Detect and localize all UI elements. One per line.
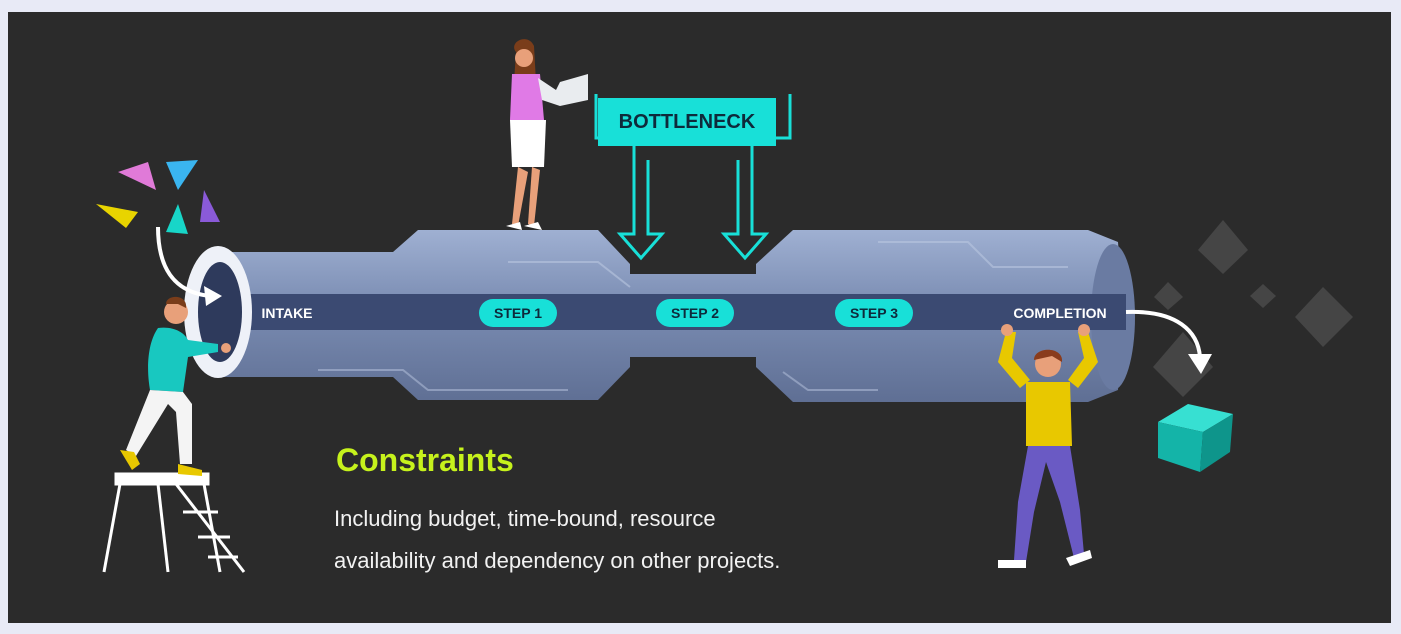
diagram-panel: BOTTLENECK INTAKE STEP 1 STEP 2 STEP 3 C…	[8, 12, 1391, 623]
stage-step-2: STEP 2	[656, 299, 734, 327]
intake-arrow-icon	[156, 226, 222, 306]
stage-completion: COMPLETION	[1013, 305, 1107, 321]
description-line-1: Including budget, time-bound, resource	[334, 506, 716, 531]
bottleneck-label: BOTTLENECK	[598, 98, 776, 146]
intake-opening-icon	[184, 246, 252, 378]
ladder-icon	[102, 472, 246, 573]
cube-icon	[1158, 404, 1233, 472]
person-pushing-icon	[120, 296, 231, 476]
constraints-heading: Constraints	[336, 442, 514, 478]
stage-intake: INTAKE	[261, 305, 313, 321]
stage-step-1: STEP 1	[479, 299, 557, 327]
person-lifting-icon	[998, 324, 1098, 568]
constraints-description: Including budget, time-bound, resource a…	[334, 498, 974, 582]
stage-step-3: STEP 3	[835, 299, 913, 327]
triangle-shapes-icon	[96, 160, 220, 234]
person-reviewing-icon	[506, 39, 588, 230]
completion-arrow-icon	[1125, 309, 1212, 374]
description-line-2: availability and dependency on other pro…	[334, 548, 781, 573]
background-diamonds	[1153, 220, 1353, 397]
